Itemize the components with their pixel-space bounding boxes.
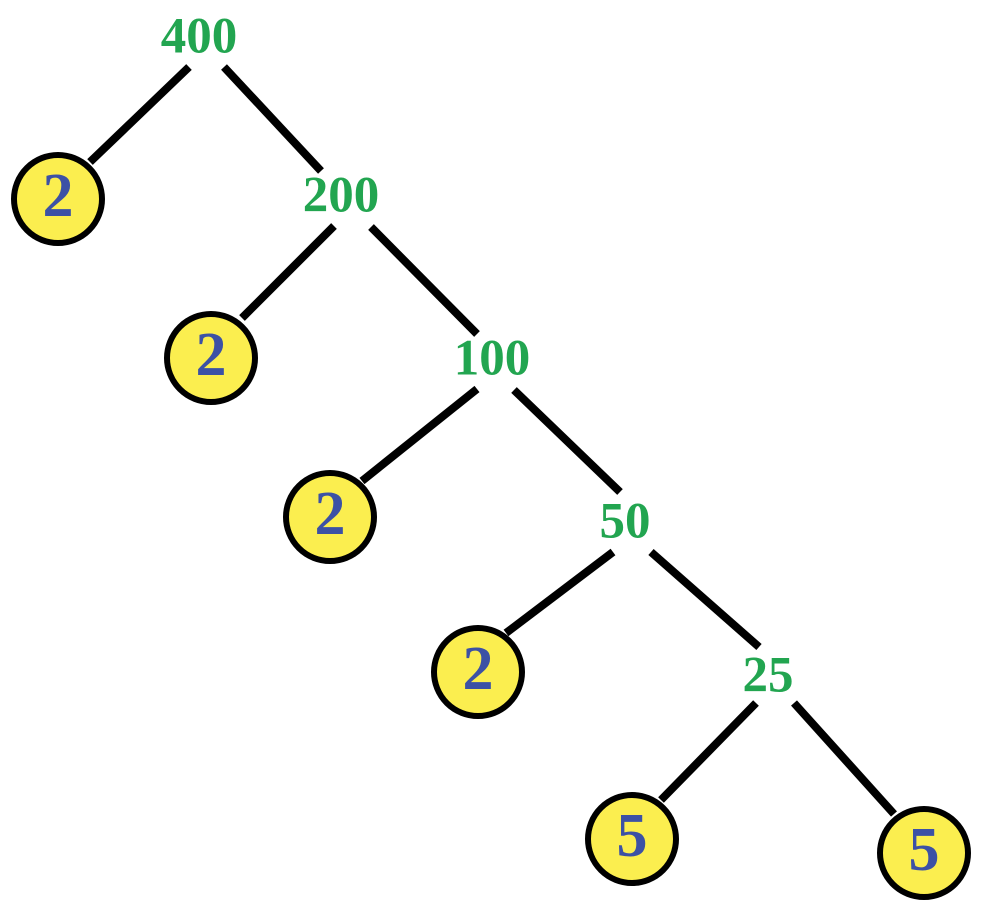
edge-25-5-right [791,700,897,817]
node-100: 100 [453,330,531,387]
leaf-node-2-1: 2 [11,152,105,246]
node-400: 400 [160,8,238,65]
leaf-label: 2 [195,321,227,389]
edge-200-2 [239,223,337,321]
leaf-node-2-2: 2 [164,311,258,405]
edge-400-200 [221,64,324,174]
edge-100-50 [511,387,623,495]
edge-50-2 [503,548,616,637]
leaf-label: 5 [616,802,648,870]
leaf-node-5-2: 5 [877,806,971,900]
edge-100-2 [359,385,480,485]
leaf-node-5-1: 5 [585,792,679,886]
edge-400-2 [87,64,192,165]
node-200: 200 [302,167,380,224]
edge-25-5-left [658,700,759,803]
node-50: 50 [599,493,651,550]
edge-200-100 [368,224,480,337]
leaf-label: 2 [462,635,494,703]
leaf-node-2-3: 2 [283,470,377,564]
leaf-label: 2 [42,162,74,230]
node-25: 25 [742,647,794,704]
edge-50-25 [648,548,762,651]
leaf-node-2-4: 2 [431,625,525,719]
leaf-label: 2 [314,480,346,548]
leaf-label: 5 [908,816,940,884]
